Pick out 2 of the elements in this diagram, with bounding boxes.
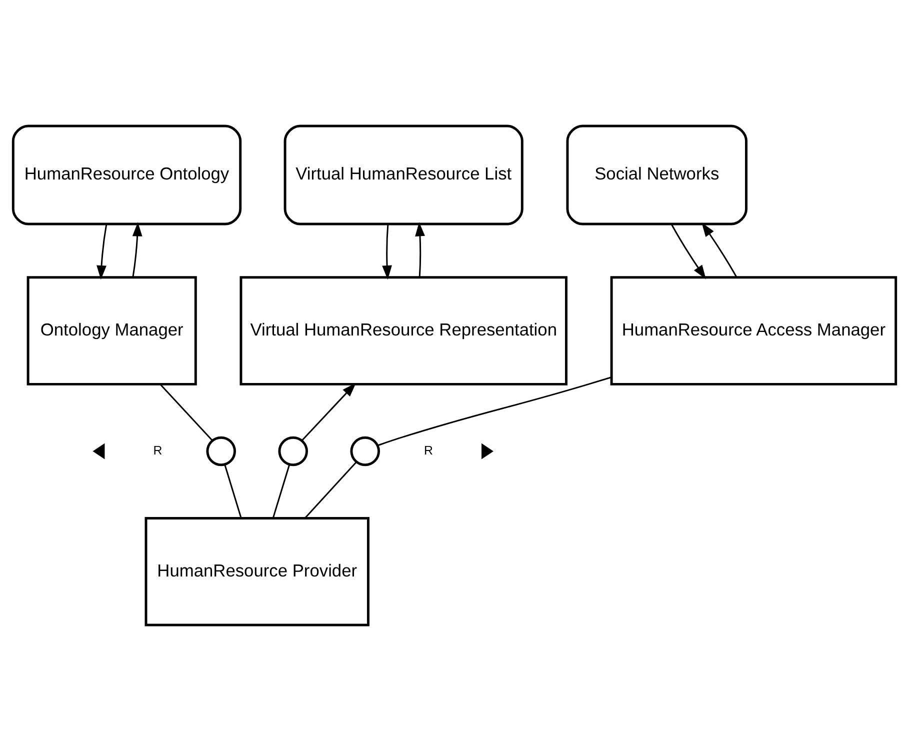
label: R — [153, 443, 162, 458]
label: R — [424, 443, 433, 458]
